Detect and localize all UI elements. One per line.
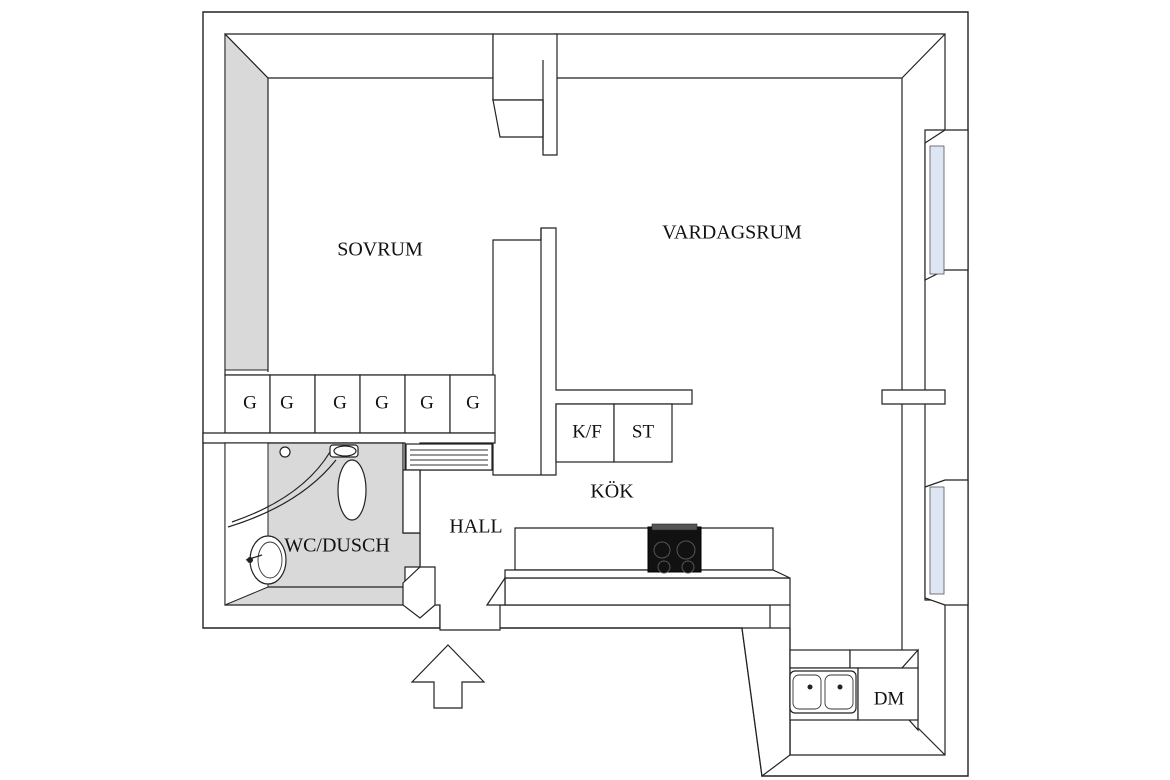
bathroom-door-jamb <box>402 566 436 619</box>
kitchen-lower-wall <box>741 605 791 778</box>
bathroom-floor <box>224 442 421 606</box>
wall-pillar-top <box>492 33 558 156</box>
wall-stub-right <box>881 389 946 405</box>
room-label-wc-dusch: WC/DUSCH <box>284 535 390 557</box>
kitchen-sink-icon <box>789 670 857 714</box>
room-label-kok: KÖK <box>590 480 634 503</box>
entrance-arrow-icon <box>410 644 486 709</box>
wardrobe-label-5: G <box>420 392 434 413</box>
room-label-vardagsrum: VARDAGSRUM <box>662 222 802 244</box>
toilet-icon <box>329 444 367 521</box>
room-label-sovrum: SOVRUM <box>337 239 423 261</box>
induction-hob-icon <box>647 523 702 574</box>
kitchen-counter <box>485 527 791 606</box>
room-label-hall: HALL <box>449 516 502 538</box>
window-upper <box>924 129 969 281</box>
stove-cabinet-unit <box>613 403 673 463</box>
stove-cabinet-label: ST <box>632 421 655 442</box>
wardrobe-label-1: G <box>243 392 257 413</box>
shower-door-arc <box>227 459 337 528</box>
window-lower <box>924 479 969 606</box>
wardrobe-row <box>224 374 496 434</box>
wardrobe-label-6: G <box>466 392 480 413</box>
shower-head-icon <box>279 446 291 458</box>
fridge-freezer-unit <box>555 403 615 463</box>
dishwasher-label: DM <box>874 688 905 709</box>
fridge-freezer-label: K/F <box>572 421 602 442</box>
wardrobe-label-2: G <box>280 392 294 413</box>
radiator-icon <box>405 443 493 471</box>
partition-wall <box>492 227 693 476</box>
bedroom-wall-shade <box>224 32 269 371</box>
wardrobe-label-3: G <box>333 392 347 413</box>
wardrobe-label-4: G <box>375 392 389 413</box>
bathroom-wall-stub <box>402 469 421 534</box>
washbasin-icon <box>245 535 287 585</box>
